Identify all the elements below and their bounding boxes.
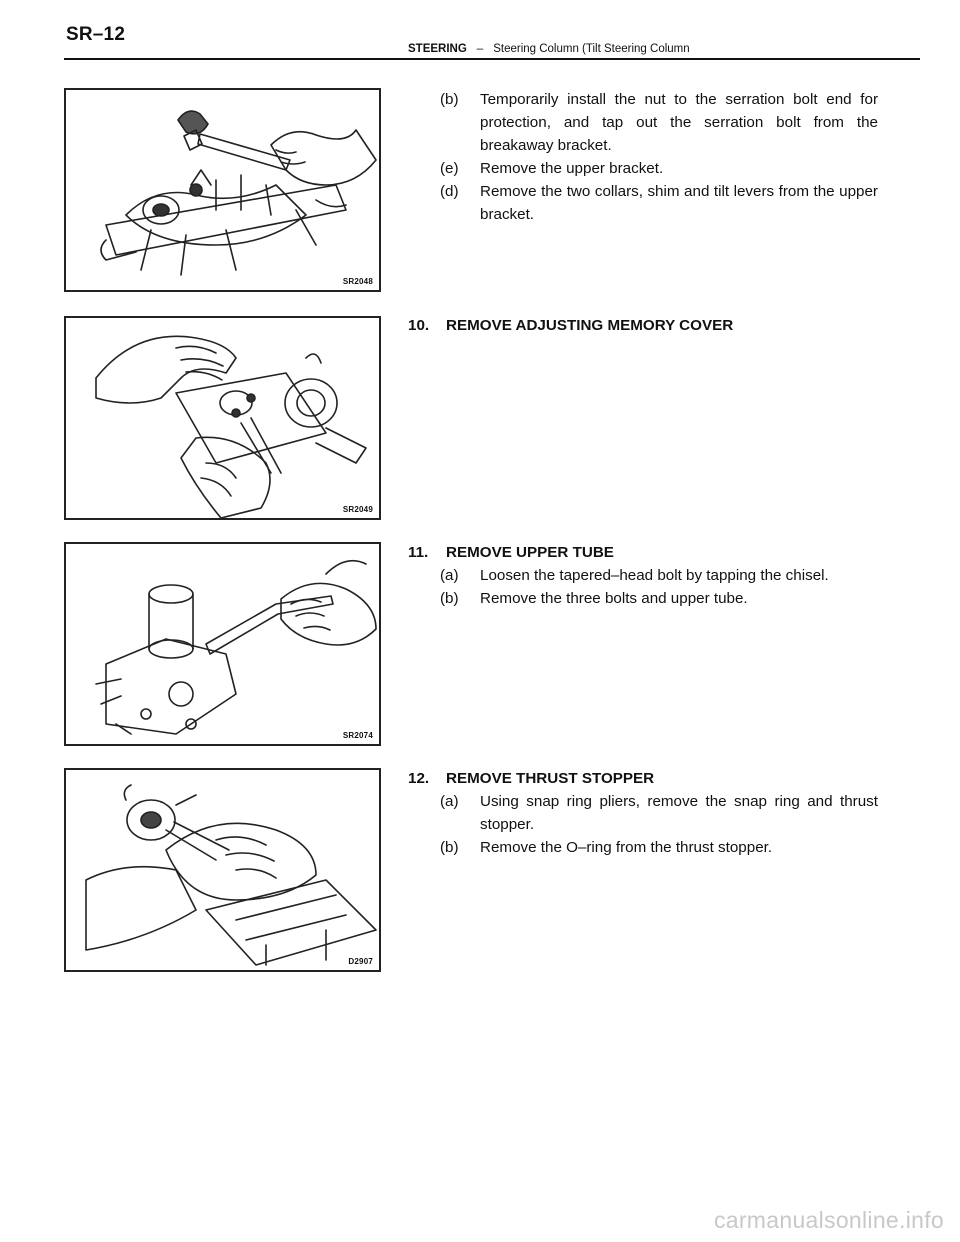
section-heading: 12. REMOVE THRUST STOPPER xyxy=(408,767,878,790)
step-text: Remove the two collars, shim and tilt le… xyxy=(480,183,878,223)
section-name: STEERING xyxy=(408,43,467,55)
figure-memory-cover: SR2049 xyxy=(64,316,381,520)
step-label: (e) xyxy=(440,160,459,177)
figure-code: SR2049 xyxy=(342,505,373,514)
step-label: (a) xyxy=(440,793,459,810)
step-a: (a) Using snap ring pliers, remove the s… xyxy=(408,790,878,836)
figure-upper-tube: SR2074 xyxy=(64,542,381,746)
page-number: SR–12 xyxy=(66,24,126,45)
text-block-upper-tube: 11. REMOVE UPPER TUBE (a) Loosen the tape… xyxy=(408,541,878,610)
text-block-thrust-stopper: 12. REMOVE THRUST STOPPER (a) Using snap … xyxy=(408,767,878,859)
step-text: Remove the O–ring from the thrust stoppe… xyxy=(480,839,773,856)
figure-thrust-stopper: D2907 xyxy=(64,768,381,972)
text-block-serration: (b) Temporarily install the nut to the s… xyxy=(408,88,878,226)
thrust-stopper-illustration xyxy=(85,784,377,966)
step-text: Remove the upper bracket. xyxy=(480,160,664,177)
step-label: (a) xyxy=(440,567,459,584)
section-subtitle: Steering Column (Tilt Steering Column xyxy=(493,43,690,55)
step-text: Loosen the tapered–head bolt by tapping … xyxy=(480,567,829,584)
step-text: Remove the three bolts and upper tube. xyxy=(480,590,748,607)
section-heading: 10. REMOVE ADJUSTING MEMORY COVER xyxy=(408,314,878,337)
step-label: (d) xyxy=(440,183,459,200)
section-heading: 11. REMOVE UPPER TUBE xyxy=(408,541,878,564)
step-e: (e) Remove the upper bracket. xyxy=(408,157,878,180)
figure-code: SR2048 xyxy=(342,277,373,286)
step-b: (b) Temporarily install the nut to the s… xyxy=(408,88,878,157)
header-rule xyxy=(64,58,920,60)
figure-code: D2907 xyxy=(348,957,373,966)
text-block-memory-cover: 10. REMOVE ADJUSTING MEMORY COVER xyxy=(408,314,878,337)
hammer-illustration xyxy=(100,110,377,276)
heading-number: 12. xyxy=(408,770,430,787)
figure-serration-bolt: SR2048 xyxy=(64,88,381,292)
step-label: (b) xyxy=(440,590,459,607)
step-label: (b) xyxy=(440,91,459,108)
step-label: (b) xyxy=(440,839,459,856)
watermark: carmanualsonline.info xyxy=(713,1207,944,1233)
heading-text: REMOVE ADJUSTING MEMORY COVER xyxy=(446,317,734,334)
heading-number: 11. xyxy=(408,544,429,561)
heading-text: REMOVE THRUST STOPPER xyxy=(446,770,655,787)
memory-cover-illustration xyxy=(95,335,367,518)
header-separator: – xyxy=(476,43,484,55)
heading-text: REMOVE UPPER TUBE xyxy=(446,544,614,561)
upper-tube-illustration xyxy=(95,559,377,735)
step-text: Temporarily install the nut to the serra… xyxy=(480,91,878,154)
step-d: (d) Remove the two collars, shim and til… xyxy=(408,180,878,226)
step-b: (b) Remove the O–ring from the thrust st… xyxy=(408,836,878,859)
figure-code: SR2074 xyxy=(342,731,373,740)
step-a: (a) Loosen the tapered–head bolt by tapp… xyxy=(408,564,878,587)
header-title: STEERING–Steering Column (Tilt Steering … xyxy=(408,43,690,55)
heading-number: 10. xyxy=(408,317,430,334)
step-text: Using snap ring pliers, remove the snap … xyxy=(480,793,878,833)
step-b: (b) Remove the three bolts and upper tub… xyxy=(408,587,878,610)
